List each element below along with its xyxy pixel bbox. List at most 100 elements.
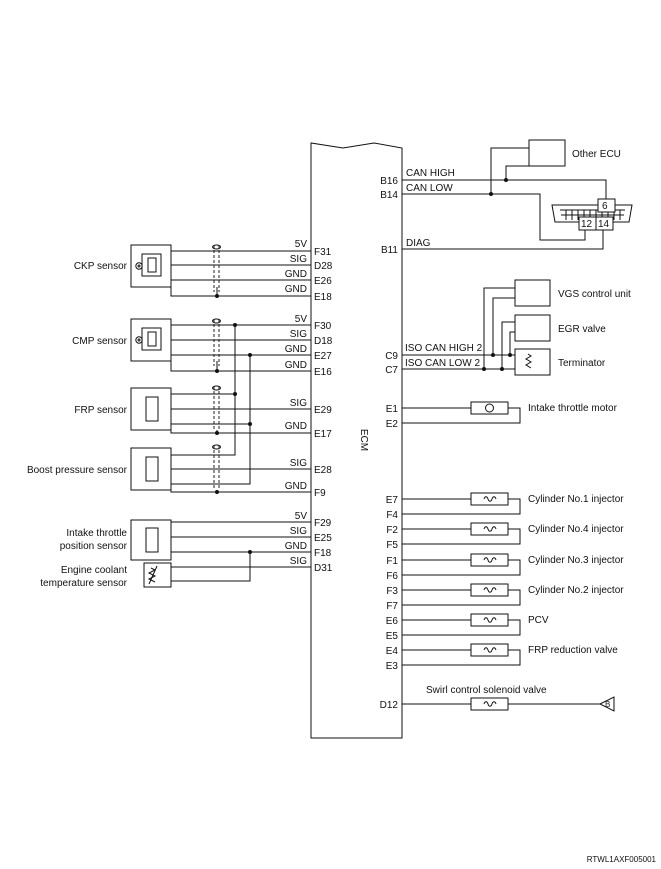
pin-label: F30 <box>314 321 332 332</box>
pin-label: E3 <box>386 661 399 672</box>
pin-label: D18 <box>314 336 333 347</box>
frp-sensor: FRP sensor <box>74 387 172 431</box>
right-pin-labels: B16 B14 B11 C9 C7 E1 E2 E7 F4 F2 F5 F1 F… <box>380 176 399 711</box>
pin-label: F1 <box>386 556 398 567</box>
terminator-label: Terminator <box>558 358 606 369</box>
ect-sensor-label-2: temperature sensor <box>40 578 127 589</box>
pin-label: F29 <box>314 518 332 529</box>
connector-b-label: B <box>605 700 610 709</box>
inj1-label: Cylinder No.1 injector <box>528 494 624 505</box>
signal-label: 5V <box>295 314 308 325</box>
pin-label: F7 <box>386 601 398 612</box>
pin-label: E17 <box>314 429 332 440</box>
ckp-sensor: CKP sensor <box>74 244 172 288</box>
pin-label: E25 <box>314 533 332 544</box>
inj3-label: Cylinder No.3 injector <box>528 555 624 566</box>
pin-label: E5 <box>386 631 399 642</box>
pin-label: E4 <box>386 646 399 657</box>
pin-label: E1 <box>386 404 399 415</box>
left-signal-labels: 5V SIG GND GND 5V SIG GND GND SIG GND SI… <box>285 239 308 567</box>
vgs-box <box>514 279 551 307</box>
inj4-label: Cylinder No.4 injector <box>528 524 624 535</box>
iso-can-bus: VGS control unit EGR valve Terminator IS… <box>402 279 631 376</box>
pin-label: D12 <box>380 700 399 711</box>
signal-label: GND <box>285 269 307 280</box>
pin-label: F6 <box>386 571 398 582</box>
pin-label: E27 <box>314 351 332 362</box>
pin-label: E29 <box>314 405 332 416</box>
dlc-pin-14: 14 <box>598 219 610 230</box>
pin-label: F2 <box>386 525 398 536</box>
pin-label: D31 <box>314 563 333 574</box>
diag-label: DIAG <box>406 238 431 249</box>
actuators: Intake throttle motor Cylinder No.1 inje… <box>402 401 624 712</box>
swirl-label: Swirl control solenoid valve <box>426 685 547 696</box>
pin-label: B16 <box>380 176 398 187</box>
ect-sensor-label-1: Engine coolant <box>61 565 127 576</box>
egr-label: EGR valve <box>558 324 606 335</box>
left-pin-labels: F31 D28 E26 E18 F30 D18 E27 E16 E29 E17 … <box>314 247 333 574</box>
pin-label: B14 <box>380 190 398 201</box>
pin-label: F9 <box>314 488 326 499</box>
pin-label: E28 <box>314 465 332 476</box>
pin-label: E18 <box>314 292 332 303</box>
ckp-sensor-label: CKP sensor <box>74 261 128 272</box>
pin-label: F4 <box>386 510 398 521</box>
signal-label: SIG <box>290 458 307 469</box>
cmp-sensor: CMP sensor <box>72 318 172 362</box>
iso-high-label: ISO CAN HIGH 2 <box>405 343 483 354</box>
itp-sensor-label-2: position sensor <box>60 541 128 552</box>
signal-label: GND <box>285 481 307 492</box>
pin-label: D28 <box>314 261 333 272</box>
pcv-label: PCV <box>528 615 549 626</box>
can-bus: Other ECU CAN HIGH CAN LOW DIAG 6 12 14 <box>402 139 633 250</box>
dlc-pin-6: 6 <box>602 201 608 212</box>
signal-label: SIG <box>290 329 307 340</box>
signal-label: SIG <box>290 556 307 567</box>
signal-label: GND <box>285 421 307 432</box>
pin-label: F18 <box>314 548 332 559</box>
boost-sensor-label: Boost pressure sensor <box>27 465 128 476</box>
pin-label: F31 <box>314 247 332 258</box>
can-low-label: CAN LOW <box>406 183 453 194</box>
signal-label: 5V <box>295 511 308 522</box>
ecm-unit: ECM <box>310 142 403 739</box>
boost-pressure-sensor: Boost pressure sensor <box>27 447 172 491</box>
egr-box <box>514 314 551 342</box>
dlc-connector: 6 12 14 <box>551 198 633 231</box>
frp-sensor-label: FRP sensor <box>74 405 127 416</box>
other-ecu-box <box>528 139 566 167</box>
left-wires <box>170 244 311 582</box>
pin-label: C9 <box>385 351 398 362</box>
signal-label: GND <box>285 344 307 355</box>
figure-code: RTWL1AXF005001 <box>587 855 657 864</box>
pin-label: C7 <box>385 365 398 376</box>
vgs-label: VGS control unit <box>558 289 631 300</box>
terminator-box <box>514 348 551 376</box>
frpv-label: FRP reduction valve <box>528 645 618 656</box>
pin-label: E26 <box>314 276 332 287</box>
pin-label: E16 <box>314 367 332 378</box>
other-ecu-label: Other ECU <box>572 149 621 160</box>
pin-label: F3 <box>386 586 398 597</box>
signal-label: 5V <box>295 239 308 250</box>
pin-label: E6 <box>386 616 399 627</box>
signal-label: GND <box>285 541 307 552</box>
signal-label: SIG <box>290 398 307 409</box>
pin-label: E2 <box>386 419 399 430</box>
iso-low-label: ISO CAN LOW 2 <box>405 358 480 369</box>
signal-label: GND <box>285 284 307 295</box>
cmp-sensor-label: CMP sensor <box>72 336 128 347</box>
dlc-pin-12: 12 <box>581 219 593 230</box>
pin-label: E7 <box>386 495 399 506</box>
throttle-motor-label: Intake throttle motor <box>528 403 618 414</box>
signal-label: SIG <box>290 254 307 265</box>
pin-label: B11 <box>381 245 398 256</box>
can-high-label: CAN HIGH <box>406 168 455 179</box>
engine-coolant-temperature-sensor: Engine coolant temperature sensor <box>40 562 172 589</box>
itp-sensor-label-1: Intake throttle <box>66 528 127 539</box>
signal-label: SIG <box>290 526 307 537</box>
ecm-label: ECM <box>358 429 369 451</box>
intake-throttle-position-sensor: Intake throttle position sensor <box>60 519 172 561</box>
